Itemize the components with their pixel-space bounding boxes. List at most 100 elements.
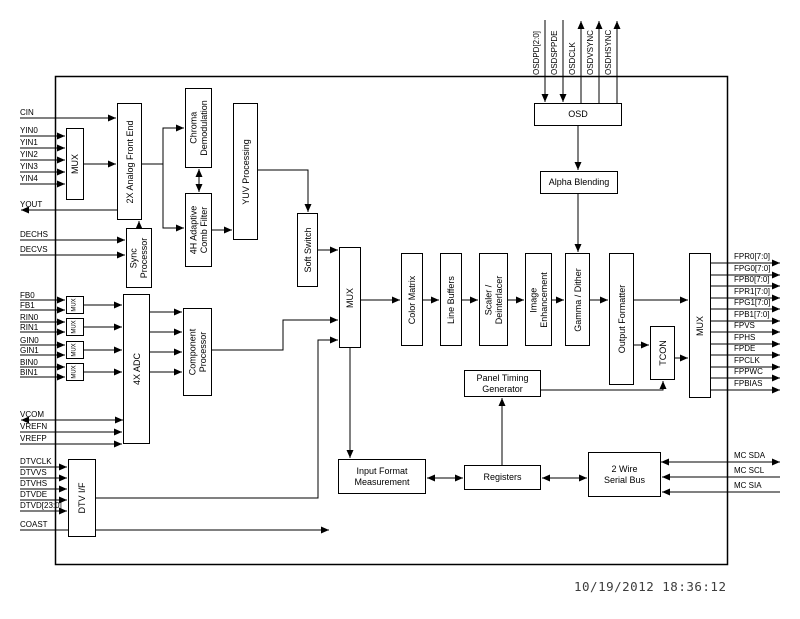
pin-label-left: DTVVS — [20, 468, 47, 477]
label-line: Panel Timing — [476, 372, 529, 383]
block-mux-out: MUX — [689, 253, 711, 398]
pin-label-left: YIN2 — [20, 150, 38, 159]
label-line: Serial Bus — [603, 474, 646, 485]
pin-label-right: FPPWC — [734, 367, 763, 376]
block-output-formatter-label: Output Formatter — [616, 284, 627, 354]
block-gamma-dither: Gamma / Dither — [565, 253, 590, 346]
pin-label-top: OSDVSYNC — [586, 30, 595, 75]
block-color-matrix: Color Matrix — [401, 253, 423, 346]
top-wires — [541, 20, 621, 252]
pin-label-right: FPG0[7:0] — [734, 264, 771, 273]
block-input-format-measurement: Input Format Measurement — [338, 459, 426, 494]
pin-label-right: FPG1[7:0] — [734, 298, 771, 307]
pin-label-left: DECVS — [20, 245, 48, 254]
block-mux-gin-label: MUX — [71, 343, 78, 357]
pin-label-left: VCOM — [20, 410, 44, 419]
block-yuv-processing: YUV Processing — [233, 103, 258, 240]
pin-label-left: VREFN — [20, 422, 48, 431]
block-mux-main-label: MUX — [344, 287, 355, 308]
label-line: Processor — [139, 237, 149, 279]
block-analog-front-end: 2X Analog Front End — [117, 103, 142, 220]
block-soft-switch: Soft Switch — [297, 213, 318, 287]
pin-label-mc: MC SIA — [734, 481, 762, 490]
block-mux-main: MUX — [339, 247, 361, 348]
pin-label-left: YIN0 — [20, 126, 38, 135]
pin-label-top: OSDSPPDE — [550, 30, 559, 75]
block-chroma-demodulation-label: Chroma Demodulation — [188, 100, 209, 156]
pin-label-top: OSDHSYNC — [604, 29, 613, 75]
block-mux-yin: MUX — [66, 128, 84, 200]
block-scaler-deinterlacer: Scaler / Deinterlacer — [479, 253, 508, 346]
label-line: Processor — [197, 331, 208, 373]
block-4x-adc-label: 4X ADC — [131, 352, 142, 386]
pin-label-left: DTVDE — [20, 490, 48, 499]
block-osd-label: OSD — [568, 109, 588, 120]
block-mux-rin: MUX — [66, 318, 84, 336]
label-line: Demodulation — [198, 100, 209, 156]
label-line: 4H Adaptive — [188, 205, 199, 255]
pin-label-left: GIN1 — [20, 346, 39, 355]
label-line: Component — [187, 328, 198, 376]
pin-label-left: YIN1 — [20, 138, 38, 147]
block-sync-processor: Sync Processor — [126, 228, 152, 288]
label-line: Generator — [482, 383, 523, 394]
pin-label-right: FPR0[7:0] — [734, 252, 771, 261]
label-line: Comb Filter — [198, 206, 209, 254]
label-line: Measurement — [354, 476, 410, 487]
pin-label-right: FPVS — [734, 321, 755, 330]
label-line: 2 Wire — [611, 463, 638, 474]
left-wires — [20, 114, 329, 534]
label-line: Chroma — [188, 111, 199, 145]
pin-label-left: YOUT — [20, 200, 43, 209]
pin-label-left: CIN — [20, 108, 34, 117]
block-component-processor: Component Processor — [183, 308, 212, 396]
block-mux-fb: MUX — [66, 296, 84, 314]
pin-label-left: FB1 — [20, 301, 35, 310]
pin-label-left: DECHS — [20, 230, 49, 239]
block-mux-yin-label: MUX — [69, 154, 80, 174]
label-line: Scaler / — [483, 284, 494, 315]
pin-label-left: BIN1 — [20, 368, 38, 377]
pin-label-left: GIN0 — [20, 336, 39, 345]
block-mux-out-label: MUX — [694, 315, 705, 336]
pin-label-right: FPB1[7:0] — [734, 310, 770, 319]
pin-label-right: FPCLK — [734, 356, 760, 365]
pin-label-left: VREFP — [20, 434, 47, 443]
pin-label-right: FPDE — [734, 344, 756, 353]
timestamp: 10/19/2012 18:36:12 — [574, 579, 727, 594]
pin-label-right: FPB0[7:0] — [734, 275, 770, 284]
pin-label-left: FB0 — [20, 291, 35, 300]
block-component-processor-label: Component Processor — [187, 329, 208, 376]
block-mux-gin: MUX — [66, 341, 84, 359]
center-wires — [96, 169, 688, 499]
block-mux-bin-label: MUX — [71, 365, 78, 379]
pin-label-left: DTVCLK — [20, 457, 52, 466]
block-scaler-deinterlacer-label: Scaler / Deinterlacer — [483, 275, 504, 324]
block-line-buffers: Line Buffers — [440, 253, 462, 346]
block-mux-fb-label: MUX — [71, 298, 78, 312]
block-4x-adc: 4X ADC — [123, 294, 150, 444]
pin-label-top: OSDPD[2:0] — [532, 30, 541, 75]
label-line: Sync — [128, 247, 139, 269]
pin-label-left: DTVD[23:0] — [20, 501, 62, 510]
label-line: Enhancement — [538, 271, 549, 328]
block-comb-filter: 4H Adaptive Comb Filter — [185, 193, 212, 267]
block-registers-label: Registers — [483, 472, 522, 483]
block-analog-front-end-label: 2X Analog Front End — [124, 119, 135, 204]
pin-label-top: OSDCLK — [568, 42, 577, 75]
block-yuv-processing-label: YUV Processing — [240, 138, 251, 205]
pin-label-mc: MC SCL — [734, 466, 765, 475]
pin-label-right: FPHS — [734, 333, 756, 342]
pin-label-right: FPR1[7:0] — [734, 287, 771, 296]
block-tcon-label: TCON — [657, 340, 668, 366]
block-serial-bus: 2 Wire Serial Bus — [588, 452, 661, 497]
pin-label-left: YIN3 — [20, 162, 38, 171]
pin-label-mc: MC SDA — [734, 451, 766, 460]
block-gamma-dither-label: Gamma / Dither — [572, 267, 583, 332]
pin-label-left: COAST — [20, 520, 48, 529]
block-mux-bin: MUX — [66, 363, 84, 381]
block-dtv-interface-label: DTV I/F — [76, 482, 87, 514]
block-alpha-blending: Alpha Blending — [540, 171, 618, 194]
